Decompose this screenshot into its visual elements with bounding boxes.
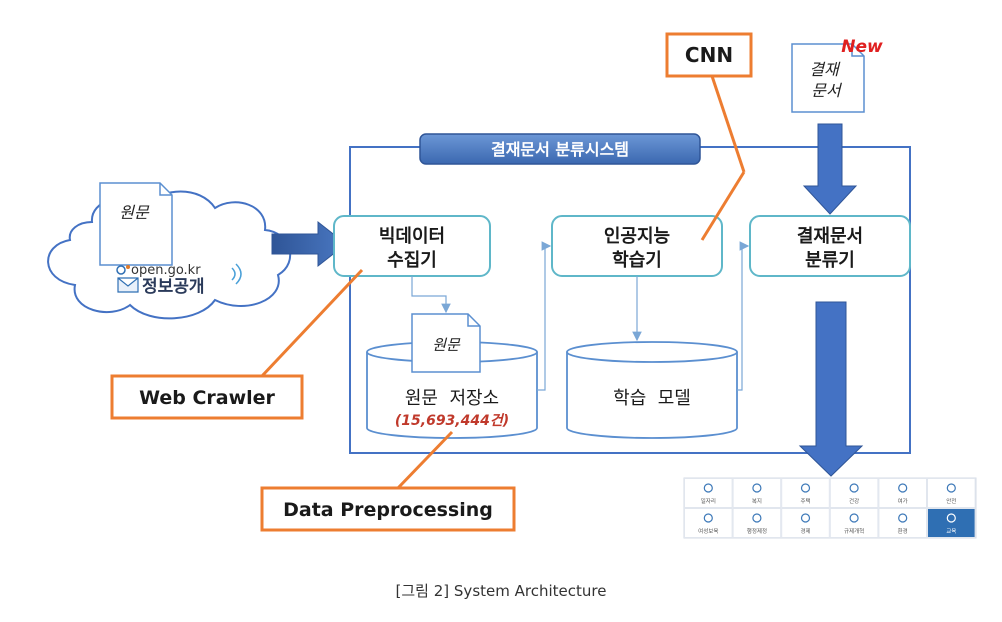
category-icon <box>849 513 859 523</box>
web-crawler-callout-box <box>110 374 304 420</box>
category-tile[interactable]: 여가 <box>878 478 928 508</box>
category-tile[interactable]: 안전 <box>927 478 976 508</box>
classifier-box: 결재문서 분류기 <box>749 215 911 277</box>
category-icon <box>849 483 859 493</box>
site-url: open.go.kr <box>131 263 201 278</box>
new-badge: New <box>841 37 883 57</box>
preprocessing-callout-label: Data Preprocessing <box>283 499 493 521</box>
category-tile[interactable]: 건강 <box>829 478 879 508</box>
category-label: 건강 <box>849 498 859 505</box>
crawl-arrow <box>271 220 347 268</box>
trainer-line1: 인공지능 <box>604 226 670 247</box>
model-store-cylinder <box>566 341 738 439</box>
category-icon <box>752 483 762 493</box>
category-icon <box>898 513 908 523</box>
output-arrow <box>798 301 864 477</box>
category-tile[interactable]: 주택 <box>781 478 830 508</box>
collector-line1: 빅데이터 <box>379 226 445 247</box>
collector-line2: 수집기 <box>387 250 437 271</box>
raw-store-count: (15,693,444건) <box>395 413 509 429</box>
cnn-callout-label: CNN <box>685 43 733 67</box>
category-icon <box>800 513 811 523</box>
system-title-bar: 결재문서 분류시스템 <box>419 133 701 165</box>
category-label: 안전 <box>946 497 956 505</box>
category-icon <box>703 483 713 493</box>
category-label: 주택 <box>800 498 810 505</box>
cnn-callout-line <box>710 75 746 173</box>
site-name: 정보공개 <box>142 277 205 297</box>
collector-to-store-arrow <box>411 276 451 314</box>
raw-store-cylinder <box>366 341 538 439</box>
classifier-line1: 결재문서 <box>797 226 863 247</box>
category-tile[interactable]: 교육 <box>927 508 976 538</box>
category-icon <box>703 513 713 523</box>
category-icon <box>752 513 762 523</box>
trainer-box: 인공지능 학습기 <box>551 215 723 277</box>
trainer-line2: 학습기 <box>612 249 662 271</box>
category-tile[interactable]: 규제개혁 <box>829 508 879 538</box>
new-doc-arrow <box>802 123 858 215</box>
logo-dot-icon <box>116 265 126 275</box>
category-label: 규제개혁 <box>844 527 864 535</box>
category-icon <box>946 483 956 493</box>
raw-store-label: 원문 저장소 <box>405 388 499 409</box>
category-tile[interactable]: 일자리 <box>684 478 733 508</box>
category-icon <box>946 513 956 523</box>
raw-store-doc-label: 원문 <box>432 336 461 354</box>
classifier-line2: 분류기 <box>805 250 855 271</box>
category-label: 교육 <box>946 528 956 535</box>
new-doc-label-line1: 결재 <box>809 60 841 79</box>
category-tile[interactable]: 경제 <box>781 508 830 538</box>
category-label: 일자리 <box>701 497 716 505</box>
raw-store-document: 원문 <box>411 313 481 373</box>
source-doc-label: 원문 <box>119 203 150 222</box>
model-store-label: 학습 모델 <box>613 388 691 409</box>
store-to-trainer-arrow <box>537 241 552 391</box>
signal-icon <box>231 263 242 285</box>
collector-box: 빅데이터 수집기 <box>333 215 491 277</box>
web-crawler-callout-line <box>260 268 364 378</box>
figure-caption: [그림 2] System Architecture <box>395 582 607 600</box>
model-to-classifier-arrow <box>737 241 750 391</box>
category-label: 행정제정 <box>747 527 767 535</box>
category-label: 환경 <box>898 527 908 535</box>
category-label: 여성보육 <box>698 527 718 535</box>
system-title: 결재문서 분류시스템 <box>491 140 629 159</box>
source-document: 원문 <box>99 182 173 266</box>
open-go-kr-logo: open.go.kr 정보공개 <box>116 263 242 297</box>
category-label: 여가 <box>898 497 908 505</box>
preprocessing-callout-line <box>396 430 454 490</box>
category-tile[interactable]: 여성보육 <box>684 508 733 538</box>
preprocessing-callout-box <box>260 486 516 532</box>
category-label: 경제 <box>800 527 810 535</box>
category-label: 복지 <box>752 497 762 505</box>
new-document: 결재 문서 New <box>791 37 883 113</box>
category-tile[interactable]: 행정제정 <box>732 508 782 538</box>
new-doc-label-line2: 문서 <box>811 81 843 100</box>
category-tile[interactable]: 환경 <box>878 508 928 538</box>
cnn-callout-box <box>665 32 753 78</box>
category-icon <box>898 483 908 493</box>
web-crawler-callout-label: Web Crawler <box>139 387 275 409</box>
envelope-icon <box>117 277 139 293</box>
category-icon <box>800 483 811 493</box>
category-tile[interactable]: 복지 <box>732 478 782 508</box>
